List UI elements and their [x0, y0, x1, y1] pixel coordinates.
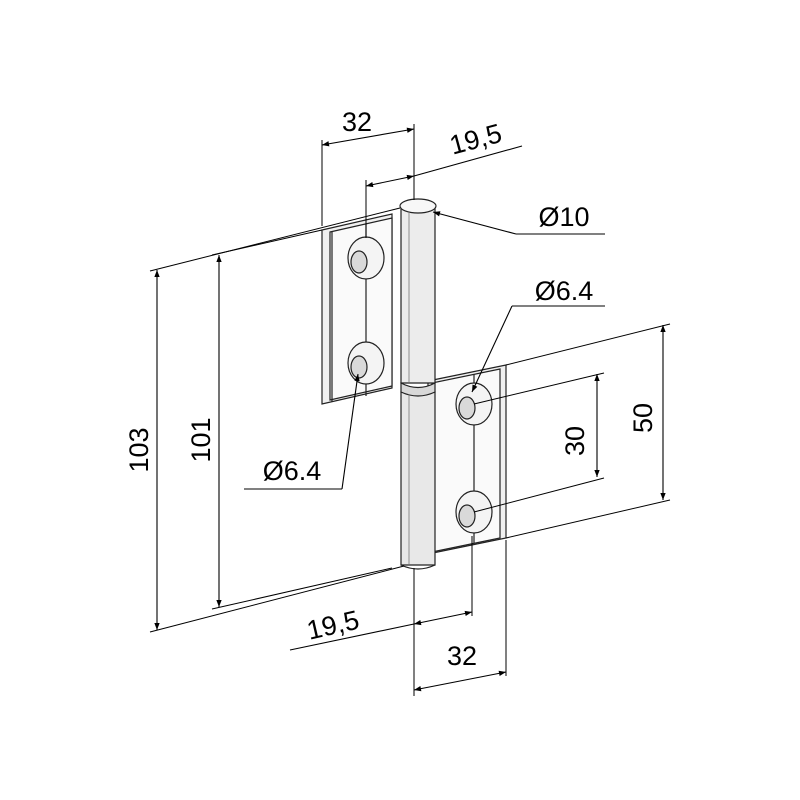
hinge-part: [321, 198, 507, 570]
dimension-label-bottom-32: 32: [447, 641, 477, 671]
dimension-label-bottom-19-5: 19,5: [304, 605, 362, 646]
callout-pin-diameter: Ø10: [432, 202, 605, 235]
dimension-label-50: 50: [628, 403, 658, 433]
hinge-barrel: [399, 198, 437, 570]
dimension-bottom-offset: 19,5: [289, 536, 473, 651]
dimension-leaf-height-50: 50: [505, 323, 671, 539]
callout-right-hole-diameter: Ø6.4: [471, 276, 605, 393]
dimension-label-103: 103: [124, 427, 154, 472]
dimension-bottom-width: 32: [413, 540, 507, 696]
dimension-hole-spacing: 30: [473, 372, 605, 513]
dimension-label-top-19-5: 19,5: [446, 118, 505, 161]
lower-leaf-hole-bottom: [455, 490, 493, 534]
dimension-overall-height: 103: [124, 207, 405, 633]
upper-leaf-hole-top: [347, 236, 385, 280]
callout-label-right-hole-diameter: Ø6.4: [535, 276, 594, 306]
callout-label-pin-diameter: Ø10: [538, 202, 589, 232]
dimension-label-top-32: 32: [342, 107, 372, 137]
dimension-label-101: 101: [186, 417, 216, 462]
dimension-leaf-height-101: 101: [186, 229, 393, 610]
callout-label-left-hole-diameter: Ø6.4: [263, 456, 322, 486]
pin-top-circle: [399, 198, 437, 214]
dimension-label-30: 30: [560, 426, 590, 456]
upper-leaf-hole-bottom: [347, 341, 385, 385]
dimension-top-width: 32: [321, 107, 415, 226]
callout-left-hole-diameter: Ø6.4: [244, 373, 360, 490]
